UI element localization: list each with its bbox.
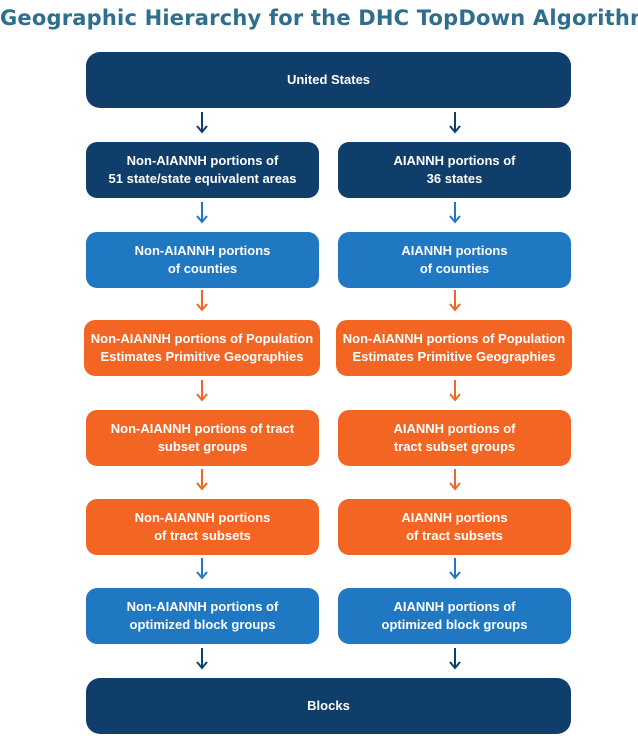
row1-left-label: Non-AIANNH portions of 51 state/state eq…: [108, 153, 297, 186]
row2-left-label: Non-AIANNH portions of counties: [134, 243, 271, 276]
down-arrow-icon: [196, 112, 208, 134]
row5-right-label: AIANNH portions of tract subsets: [401, 510, 508, 543]
row6-right-box: AIANNH portions of optimized block group…: [338, 588, 571, 644]
down-arrow-icon: [449, 380, 461, 402]
blocks-box: Blocks: [86, 678, 571, 734]
row5-left-box: Non-AIANNH portions of tract subsets: [86, 499, 319, 555]
row5-right-box: AIANNH portions of tract subsets: [338, 499, 571, 555]
row3-left-label: Non-AIANNH portions of Population Estima…: [90, 331, 314, 364]
down-arrow-icon: [196, 558, 208, 580]
row6-left-label: Non-AIANNH portions of optimized block g…: [126, 599, 279, 632]
down-arrow-icon: [449, 469, 461, 491]
row6-left-box: Non-AIANNH portions of optimized block g…: [86, 588, 319, 644]
down-arrow-icon: [196, 290, 208, 312]
down-arrow-icon: [449, 290, 461, 312]
down-arrow-icon: [196, 380, 208, 402]
row2-left-box: Non-AIANNH portions of counties: [86, 232, 319, 288]
row1-right-label: AIANNH portions of 36 states: [393, 153, 516, 186]
blocks-label: Blocks: [307, 698, 350, 713]
row3-left-box: Non-AIANNH portions of Population Estima…: [84, 320, 320, 376]
down-arrow-icon: [196, 469, 208, 491]
row2-right-box: AIANNH portions of counties: [338, 232, 571, 288]
row3-right-label: Non-AIANNH portions of Population Estima…: [342, 331, 566, 364]
row2-right-label: AIANNH portions of counties: [401, 243, 508, 276]
row4-right-label: AIANNH portions of tract subset groups: [393, 421, 516, 454]
row4-left-label: Non-AIANNH portions of tract subset grou…: [110, 421, 295, 454]
down-arrow-icon: [449, 202, 461, 224]
row1-left-box: Non-AIANNH portions of 51 state/state eq…: [86, 142, 319, 198]
united-states-label: United States: [286, 72, 371, 87]
united-states-box: United States: [86, 52, 571, 108]
down-arrow-icon: [449, 648, 461, 670]
row4-left-box: Non-AIANNH portions of tract subset grou…: [86, 410, 319, 466]
row3-right-box: Non-AIANNH portions of Population Estima…: [336, 320, 572, 376]
row6-right-label: AIANNH portions of optimized block group…: [381, 599, 528, 632]
diagram-title: Geographic Hierarchy for the DHC TopDown…: [0, 6, 638, 30]
row1-right-box: AIANNH portions of 36 states: [338, 142, 571, 198]
down-arrow-icon: [196, 202, 208, 224]
row5-left-label: Non-AIANNH portions of tract subsets: [134, 510, 271, 543]
down-arrow-icon: [449, 558, 461, 580]
down-arrow-icon: [196, 648, 208, 670]
row4-right-box: AIANNH portions of tract subset groups: [338, 410, 571, 466]
down-arrow-icon: [449, 112, 461, 134]
